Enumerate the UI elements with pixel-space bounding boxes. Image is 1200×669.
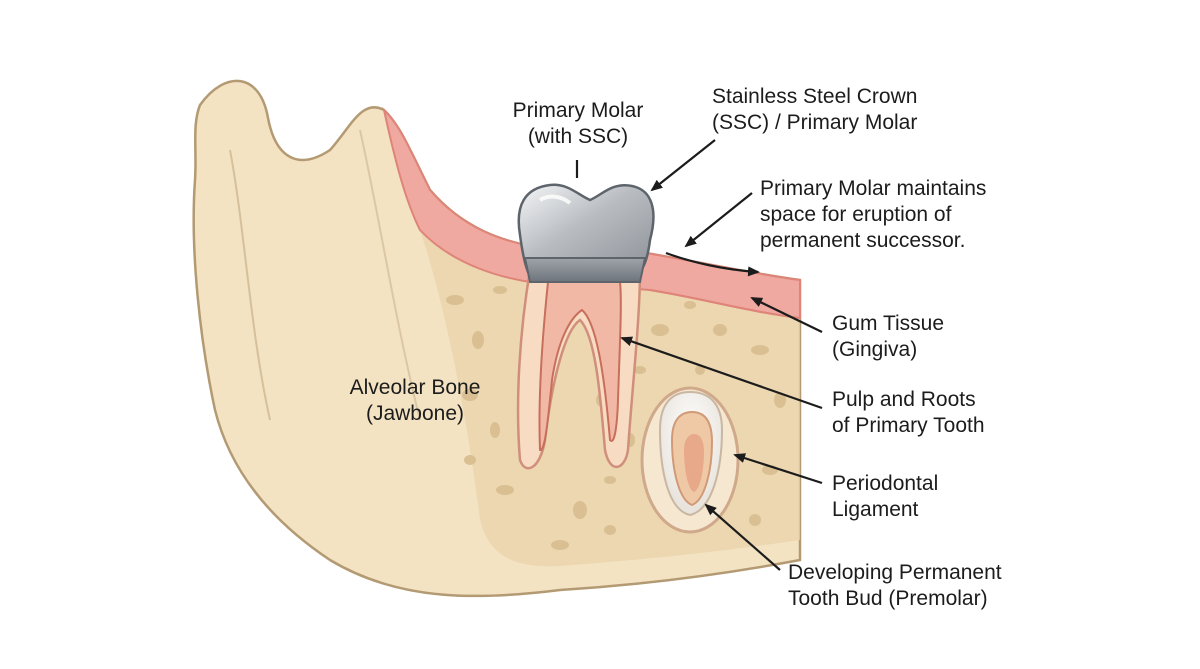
- tooth-bud-pulp: [684, 434, 704, 492]
- arrow-pulp: [620, 336, 823, 410]
- gingiva-edge: [649, 289, 801, 319]
- label-ssc: Stainless Steel Crown (SSC) / Primary Mo…: [712, 85, 918, 134]
- ssc-highlight: [538, 194, 572, 205]
- arrow-space-curve: [665, 251, 760, 277]
- arrow-ssc: [650, 139, 716, 192]
- arrow-bud: [704, 503, 781, 571]
- label-bud: Developing Permanent Tooth Bud (Premolar…: [788, 561, 1002, 610]
- label-space-maintain: Primary Molar maintains space for erupti…: [760, 177, 987, 252]
- label-primary-molar: Primary Molar (with SSC): [512, 99, 644, 148]
- label-pulp: Pulp and Roots of Primary Tooth: [832, 388, 985, 437]
- label-bone: Alveolar Bone (Jawbone): [349, 376, 481, 425]
- label-ligament: Periodontal Ligament: [832, 472, 939, 521]
- label-gum: Gum Tissue (Gingiva): [832, 312, 945, 361]
- pulp: [538, 281, 622, 452]
- ssc-band: [523, 257, 647, 283]
- arrow-gum: [750, 297, 823, 333]
- arrow-space-maintain: [684, 192, 753, 248]
- arrow-ligament: [733, 453, 823, 485]
- bone-shading-2: [359, 129, 421, 421]
- bone-shading: [229, 149, 271, 421]
